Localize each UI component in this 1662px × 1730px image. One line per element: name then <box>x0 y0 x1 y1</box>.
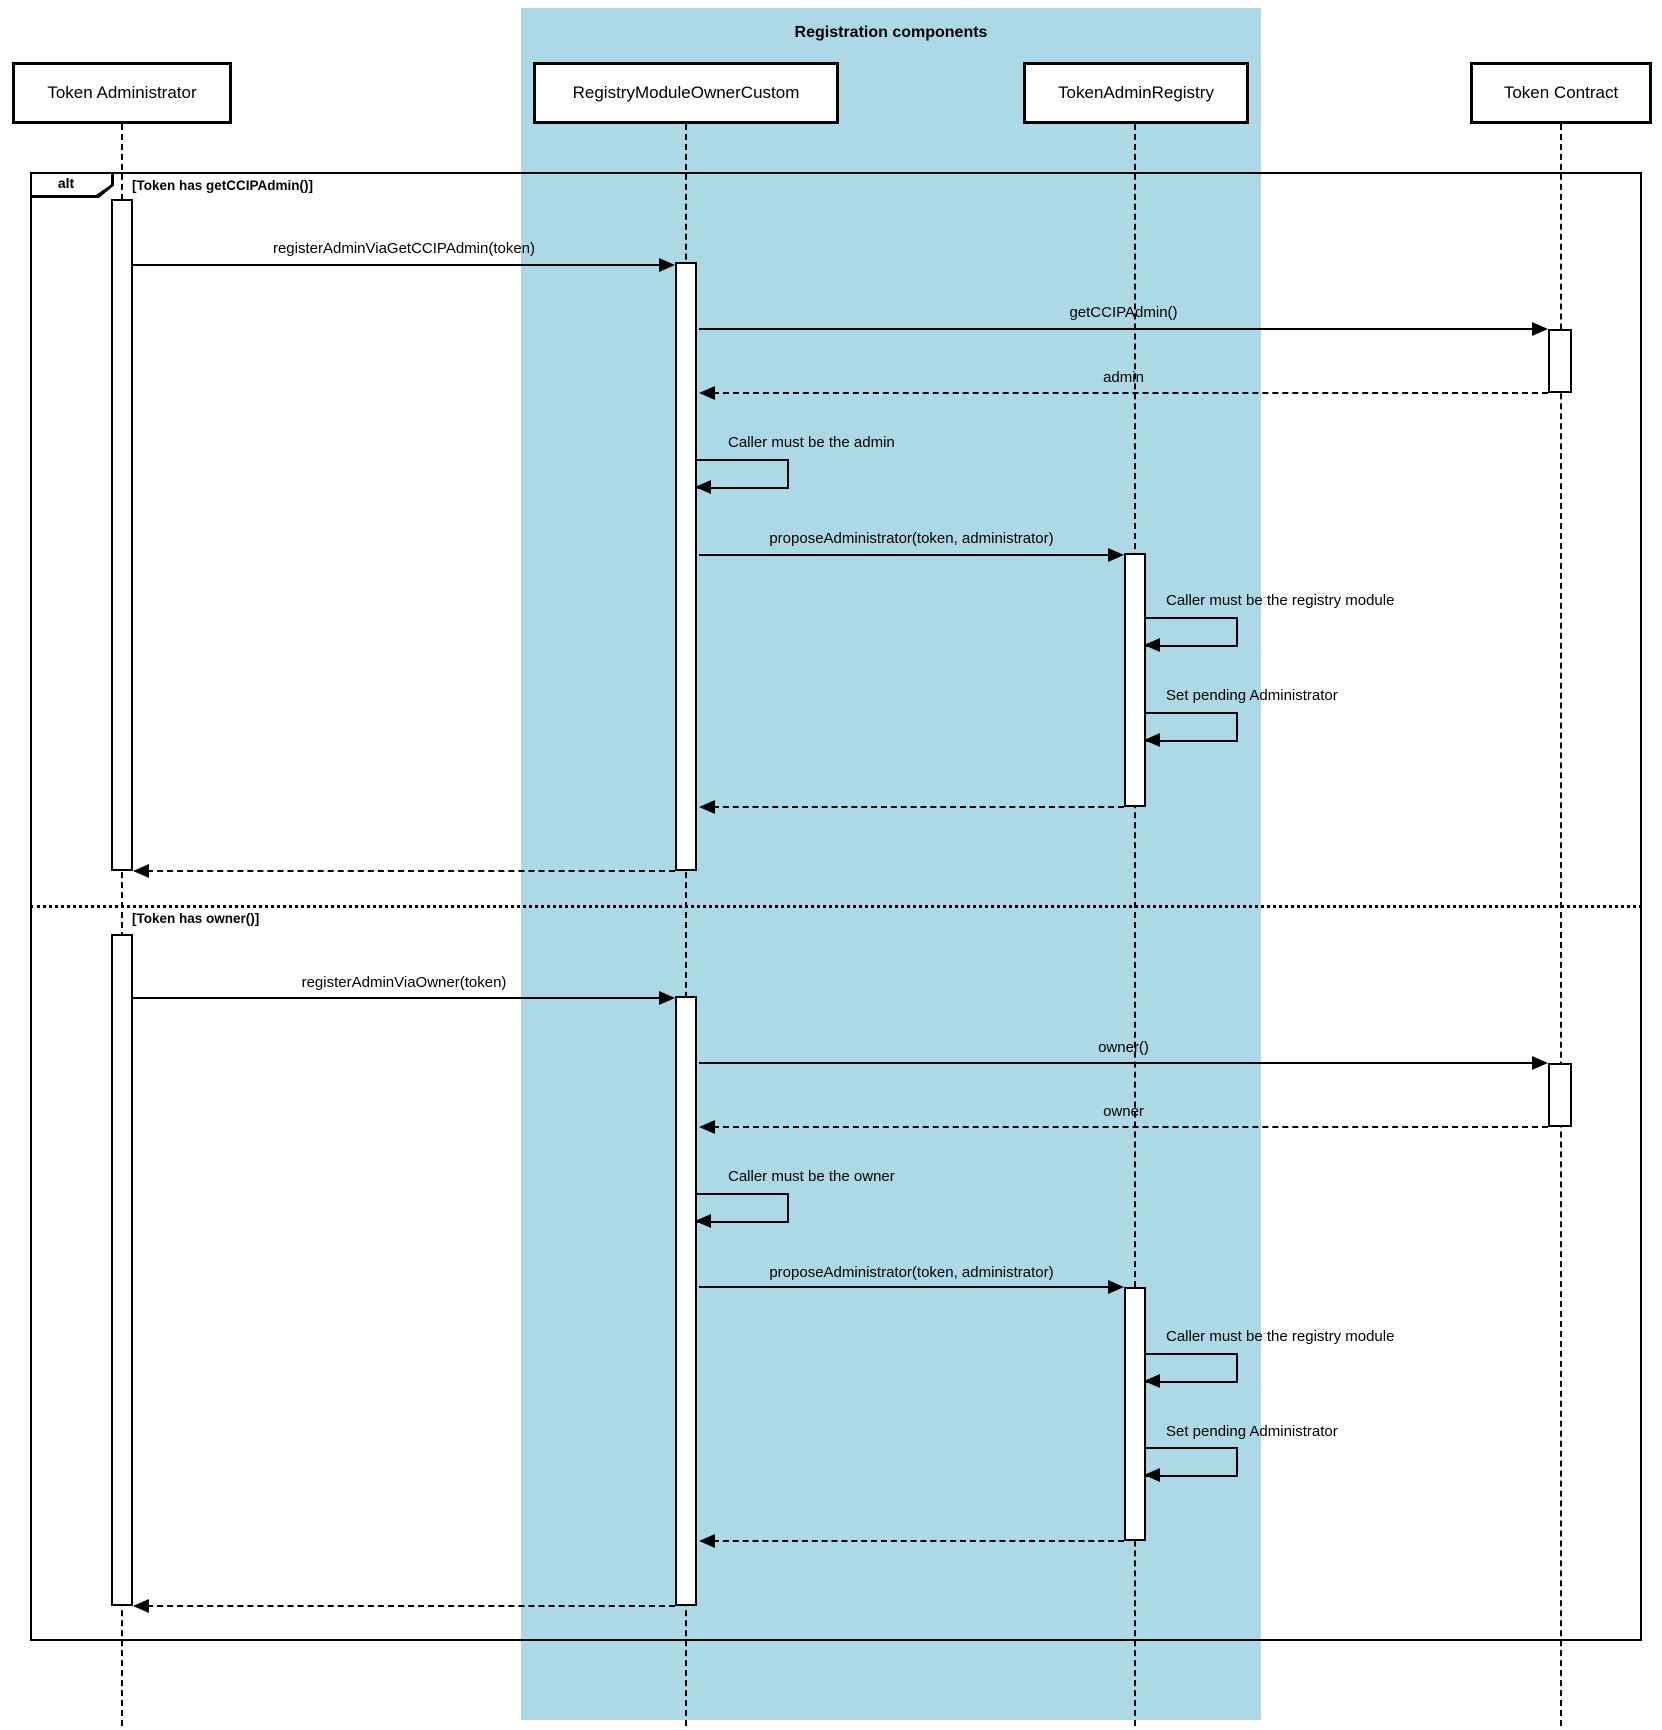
arrowhead <box>1144 638 1160 652</box>
return-label: owner <box>1103 1103 1144 1120</box>
self-message-label: Caller must be the registry module <box>1166 592 1395 609</box>
self-message-label: Set pending Administrator <box>1166 687 1338 704</box>
alt-operator-label: alt <box>57 175 75 191</box>
self-message-label: Caller must be the owner <box>728 1168 895 1185</box>
message-arrow <box>699 1062 1534 1064</box>
arrowhead <box>133 1599 149 1613</box>
group-title: Registration components <box>794 24 988 41</box>
arrowhead <box>1108 548 1124 562</box>
message-arrow <box>699 554 1110 556</box>
activation-token-admin-registry-1 <box>1124 553 1146 807</box>
return-arrow <box>713 806 1124 808</box>
return-arrow <box>713 1540 1124 1542</box>
message-label: proposeAdministrator(token, administrato… <box>769 1264 1054 1281</box>
alt-operator-pentagon-fill <box>32 174 111 195</box>
activation-registry-module-1 <box>675 262 697 871</box>
arrowhead <box>659 991 675 1005</box>
return-arrow <box>147 870 675 872</box>
arrowhead <box>1144 1468 1160 1482</box>
participant-registry-module-owner-custom: RegistryModuleOwnerCustom <box>533 62 839 124</box>
message-label: registerAdminViaGetCCIPAdmin(token) <box>272 240 536 257</box>
activation-token-administrator-2 <box>111 934 133 1606</box>
return-arrow <box>147 1605 675 1607</box>
self-message-label: Caller must be the registry module <box>1166 1328 1395 1345</box>
self-message-label: Caller must be the admin <box>728 434 895 451</box>
message-arrow <box>133 264 661 266</box>
lifeline-registry-module-owner-custom <box>685 124 687 1726</box>
lifeline-token-administrator <box>121 124 123 1726</box>
message-label: getCCIPAdmin() <box>1069 304 1178 321</box>
activation-registry-module-2 <box>675 996 697 1606</box>
participant-token-administrator: Token Administrator <box>12 62 232 124</box>
message-arrow <box>699 328 1534 330</box>
arrowhead <box>659 258 675 272</box>
lifeline-token-admin-registry <box>1134 124 1136 1726</box>
return-arrow <box>713 1126 1548 1128</box>
activation-token-admin-registry-2 <box>1124 1287 1146 1541</box>
self-message-loop <box>1146 1447 1238 1477</box>
participant-token-admin-registry: TokenAdminRegistry <box>1023 62 1249 124</box>
self-message-loop <box>1146 617 1238 647</box>
message-label: proposeAdministrator(token, administrato… <box>769 530 1054 547</box>
self-message-loop <box>1146 1353 1238 1383</box>
arrowhead <box>699 800 715 814</box>
message-label: registerAdminViaOwner(token) <box>301 974 507 991</box>
arrowhead <box>699 386 715 400</box>
arrowhead <box>1532 322 1548 336</box>
activation-token-contract-1 <box>1548 329 1572 393</box>
arrowhead <box>1144 733 1160 747</box>
self-message-loop <box>697 459 789 489</box>
self-message-loop <box>1146 712 1238 742</box>
activation-token-administrator-1 <box>111 199 133 871</box>
return-label: admin <box>1103 369 1144 386</box>
activation-token-contract-2 <box>1548 1063 1572 1127</box>
arrowhead <box>1108 1280 1124 1294</box>
alt-separator <box>30 905 1642 908</box>
message-arrow <box>133 997 661 999</box>
alt-guard-top: [Token has getCCIPAdmin()] <box>132 178 313 193</box>
arrowhead <box>699 1534 715 1548</box>
message-arrow <box>699 1286 1110 1288</box>
alt-guard-bottom: [Token has owner()] <box>132 911 260 926</box>
arrowhead <box>699 1120 715 1134</box>
arrowhead <box>695 1214 711 1228</box>
return-arrow <box>713 392 1548 394</box>
arrowhead <box>1144 1374 1160 1388</box>
arrowhead <box>133 864 149 878</box>
self-message-label: Set pending Administrator <box>1166 1423 1338 1440</box>
self-message-loop <box>697 1193 789 1223</box>
participant-token-contract: Token Contract <box>1470 62 1652 124</box>
arrowhead <box>1532 1056 1548 1070</box>
lifeline-token-contract <box>1560 124 1562 1726</box>
arrowhead <box>695 480 711 494</box>
message-label: owner() <box>1098 1039 1149 1056</box>
